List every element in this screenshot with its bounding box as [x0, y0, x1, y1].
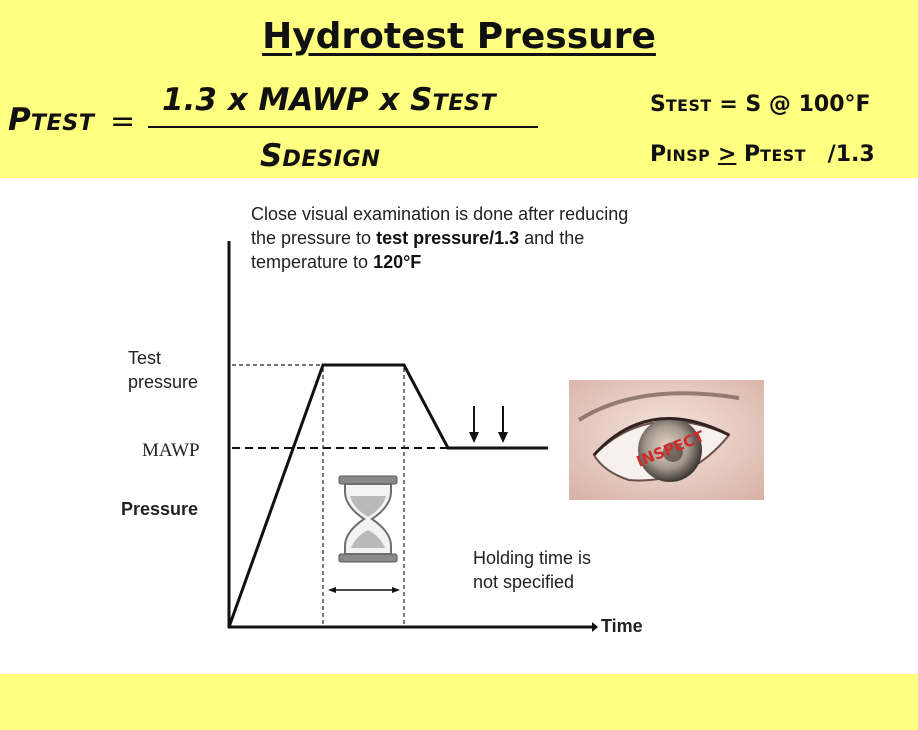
test-pressure-label-line2: pressure: [128, 372, 199, 392]
formula-denominator: SDESIGN: [260, 138, 380, 174]
examination-caption: Close visual examination is done after r…: [251, 202, 631, 274]
side-note-divisor: /1.3: [827, 142, 875, 167]
holding-time-label: Holding time is not specified: [473, 546, 591, 594]
side-note-stest-main: S: [650, 92, 666, 117]
caption-bold-2: 120°F: [373, 252, 422, 272]
formula-lhs-sub: TEST: [30, 110, 95, 136]
side-note-ptest-sub: TEST: [760, 146, 806, 165]
side-note-stest-sub: TEST: [665, 96, 712, 115]
formula-numerator-sub: TEST: [432, 90, 497, 116]
inspection-arrow-2-head: [498, 432, 508, 443]
top-banner: [0, 0, 918, 178]
inspection-arrow-1-head: [469, 432, 479, 443]
side-note-stest-rest: = S @ 100°F: [711, 92, 871, 117]
holding-span-right-arrow: [392, 587, 400, 593]
caption-text-1: Close visual examination is done after r…: [251, 204, 629, 248]
formula-denominator-main: S: [260, 138, 283, 174]
test-pressure-label-line1: Test: [128, 348, 162, 368]
hourglass-icon: [338, 475, 398, 563]
formula-lhs: PTEST: [8, 102, 95, 138]
formula-lhs-main: P: [8, 102, 31, 138]
formula-numerator: 1.3 x MAWP x STEST: [162, 82, 496, 118]
side-note-gte: >: [717, 142, 737, 167]
side-note-ptest-main: P: [744, 142, 761, 167]
time-axis-label: Time: [601, 616, 643, 636]
test-pressure-label: Test pressure: [128, 346, 198, 394]
caption-bold-1: test pressure/1.3: [376, 228, 520, 248]
fraction-bar: [148, 126, 538, 128]
formula-equals: =: [110, 104, 136, 139]
pressure-axis-label: Pressure: [121, 499, 199, 519]
bottom-banner: [0, 674, 918, 730]
x-axis-arrow: [592, 622, 598, 632]
holding-time-line1: Holding time is: [473, 548, 592, 568]
holding-span-left-arrow: [328, 587, 336, 593]
inspect-eye-image: INSPECT: [569, 380, 764, 500]
formula-numerator-main: 1.3 x MAWP x S: [162, 82, 433, 118]
side-note-pinsp-sub: INSP: [666, 146, 711, 165]
side-note-stest: STEST = S @ 100°F: [650, 92, 871, 117]
side-note-pinsp-main: P: [650, 142, 667, 167]
formula-denominator-sub: DESIGN: [282, 146, 381, 172]
holding-time-line2: not specified: [473, 572, 575, 592]
pressure-curve: [227, 363, 548, 628]
caption-text-2: and the temperature to: [251, 228, 585, 272]
mawp-label: MAWP: [142, 440, 200, 461]
slide-title: Hydrotest Pressure: [262, 16, 656, 57]
side-note-pinsp: PINSP > PTEST /1.3: [650, 142, 875, 167]
